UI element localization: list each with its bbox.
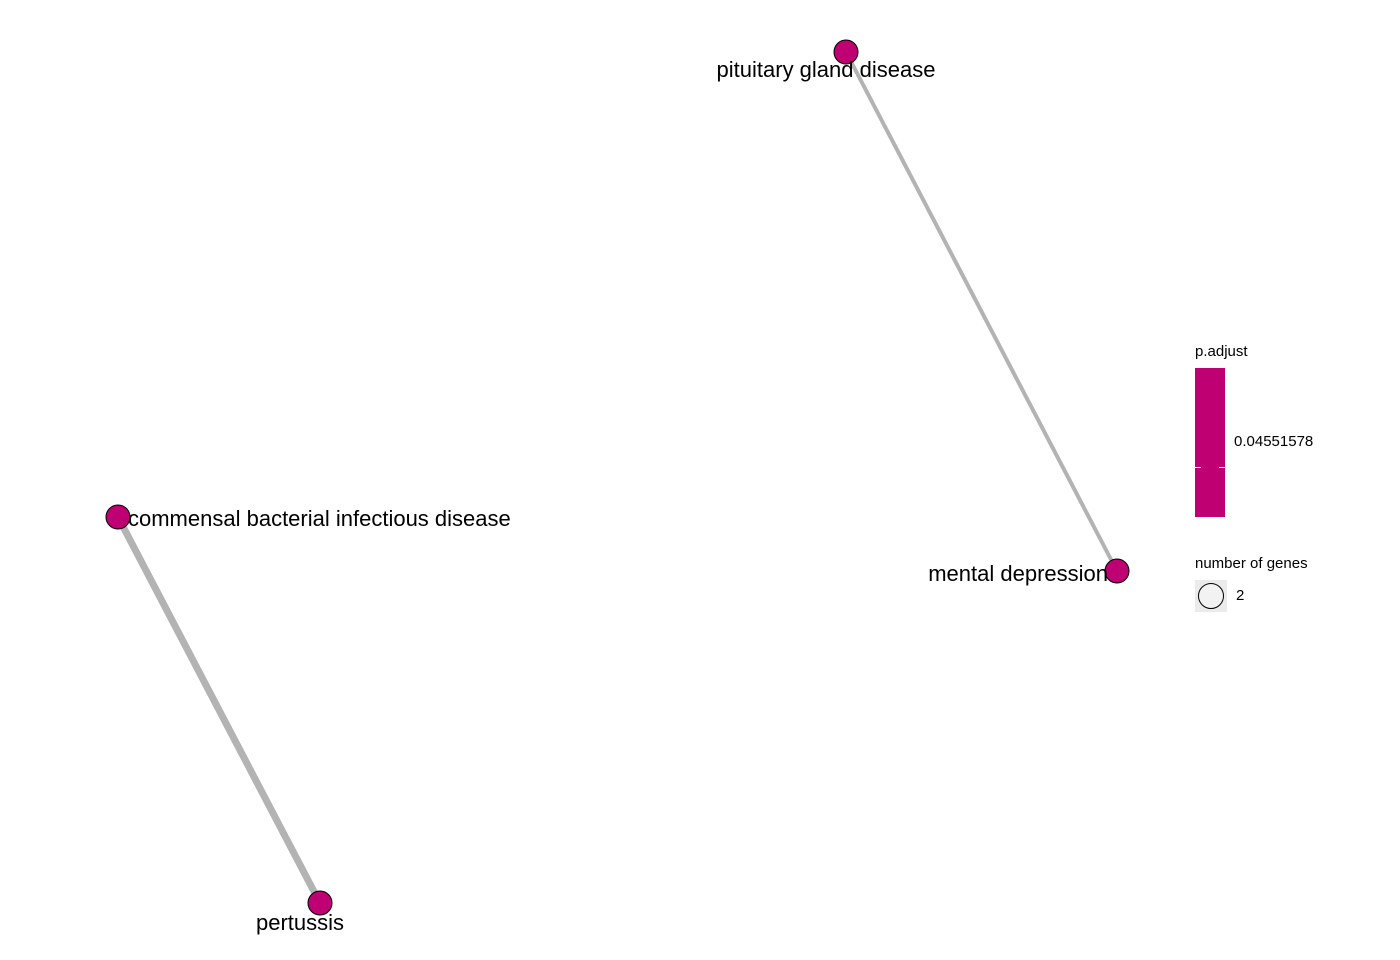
gene-count-legend-title: number of genes	[1195, 555, 1308, 572]
nodes-layer	[105, 39, 1130, 916]
node-mental	[1104, 558, 1130, 584]
p-adjust-tick-label: 0.04551578	[1234, 433, 1314, 450]
node-label-commensal: commensal bacterial infectious disease	[128, 506, 511, 531]
node-label-mental: mental depression	[928, 561, 1108, 586]
node-pituitary	[833, 39, 859, 65]
node-commensal	[105, 504, 131, 530]
gene-count-key-label: 2	[1236, 587, 1245, 604]
gene-count-key	[1195, 580, 1227, 612]
p-adjust-legend: p.adjust 0.04551578	[1195, 343, 1313, 517]
gene-count-legend: number of genes 2	[1195, 555, 1308, 612]
colorbar-tick-right	[1219, 467, 1225, 468]
edge-commensal-pertussis	[114, 515, 324, 905]
labels-layer: pituitary gland disease mental depression…	[128, 57, 1108, 935]
edge-pituitary-mental	[844, 51, 1119, 572]
p-adjust-colorbar	[1195, 368, 1225, 517]
p-adjust-legend-title: p.adjust	[1195, 343, 1248, 360]
gene-count-key-circle	[1198, 583, 1224, 609]
node-label-pertussis: pertussis	[256, 910, 344, 935]
node-pertussis	[307, 890, 333, 916]
edges-layer	[114, 51, 1119, 905]
node-label-pituitary: pituitary gland disease	[717, 57, 936, 82]
colorbar-tick-left	[1195, 467, 1201, 468]
